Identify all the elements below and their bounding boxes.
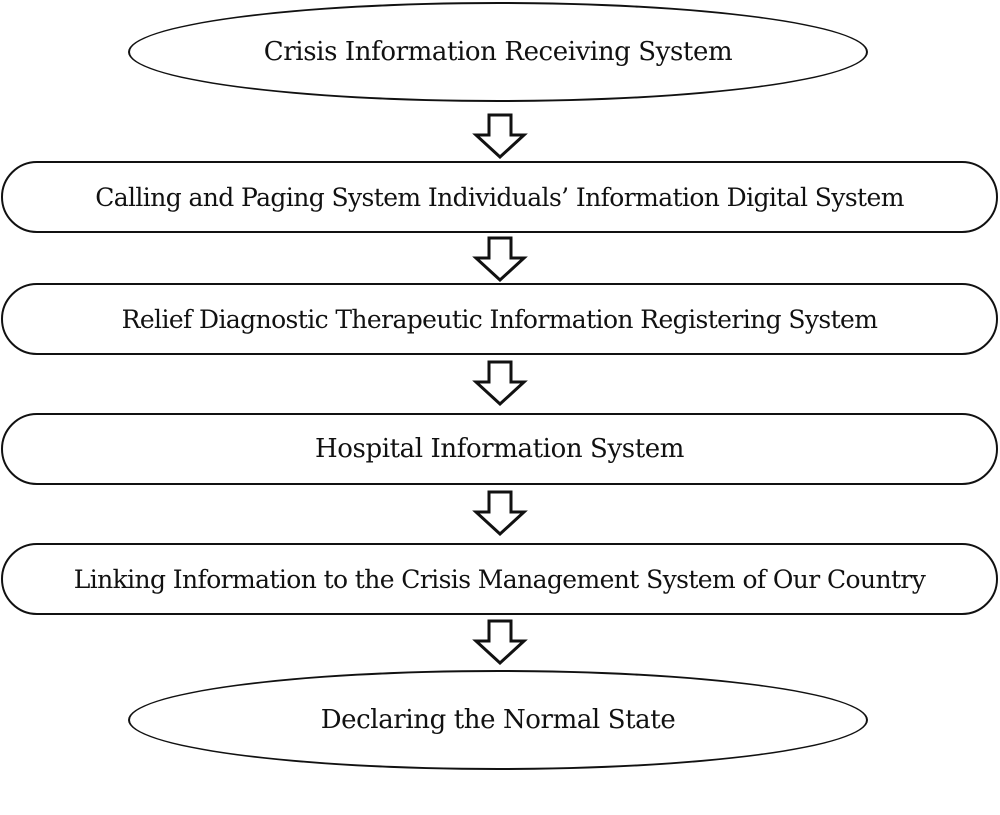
node-label: Hospital Information System — [315, 434, 684, 464]
node-crisis-information-receiving-system: Crisis Information Receiving System — [128, 2, 868, 102]
node-linking-information-to-crisis-management: Linking Information to the Crisis Manage… — [1, 543, 998, 615]
down-arrow-icon — [470, 236, 530, 282]
node-label: Declaring the Normal State — [320, 705, 676, 735]
down-arrow-icon — [470, 113, 530, 159]
node-label: Relief Diagnostic Therapeutic Informatio… — [121, 304, 878, 334]
node-label: Calling and Paging System Individuals’ I… — [95, 182, 904, 212]
node-declaring-the-normal-state: Declaring the Normal State — [128, 670, 868, 770]
node-relief-diagnostic-therapeutic-system: Relief Diagnostic Therapeutic Informatio… — [1, 283, 998, 355]
down-arrow-icon — [470, 360, 530, 406]
down-arrow-icon — [470, 490, 530, 536]
node-hospital-information-system: Hospital Information System — [1, 413, 998, 485]
down-arrow-icon — [470, 619, 530, 665]
node-calling-and-paging-system: Calling and Paging System Individuals’ I… — [1, 161, 998, 233]
node-label: Linking Information to the Crisis Manage… — [73, 564, 926, 594]
node-label: Crisis Information Receiving System — [263, 37, 733, 67]
